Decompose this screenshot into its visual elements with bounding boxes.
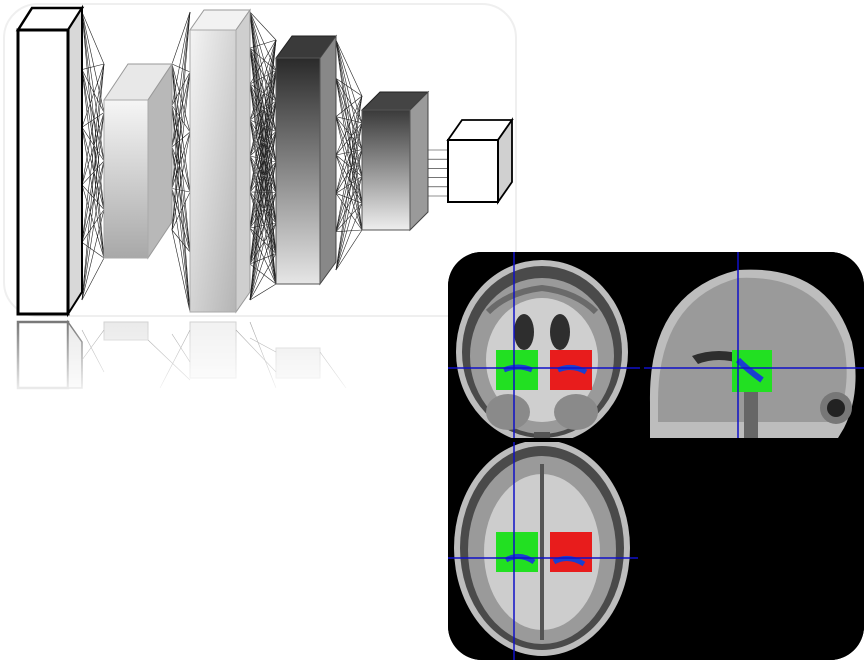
cnn-architecture-diagram <box>0 0 520 400</box>
axial-view <box>454 440 630 656</box>
empty-quadrant <box>644 442 864 660</box>
mri-svg <box>448 252 864 660</box>
coronal-view <box>456 260 628 444</box>
layer-6-output <box>448 120 512 202</box>
mri-scan-panel <box>448 252 864 660</box>
layer-3-hidden <box>190 10 250 312</box>
roi-left-axial <box>496 532 538 572</box>
layer-5-hidden <box>362 92 428 230</box>
layer-2-hidden <box>104 64 172 258</box>
layer-1-input <box>18 8 82 314</box>
diagram-reflection <box>0 318 520 400</box>
cnn-diagram-svg <box>0 0 520 400</box>
roi-right-axial <box>550 532 592 572</box>
layer-4-hidden <box>276 36 336 284</box>
